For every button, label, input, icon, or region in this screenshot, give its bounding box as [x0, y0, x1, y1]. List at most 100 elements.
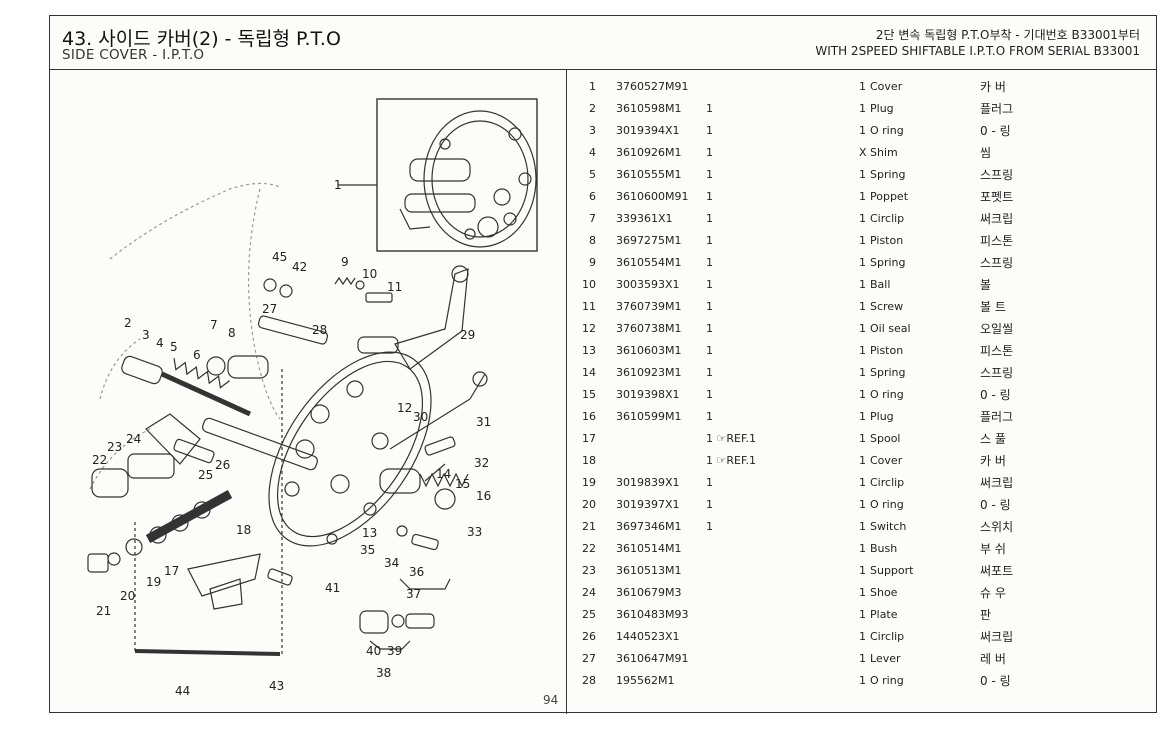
part-number: 195562M1 [616, 674, 675, 687]
part-number: 3610514M1 [616, 542, 682, 555]
part-name-korean: 슈 우 [980, 586, 1006, 600]
part-name-korean: 판 [980, 608, 992, 622]
part-ref-number: 24 [582, 586, 596, 599]
part-number: 3019398X1 [616, 388, 680, 401]
callout-14: 14 [436, 467, 451, 481]
callout-13: 13 [362, 526, 377, 540]
part-description: Bush [870, 542, 898, 555]
callout-9: 9 [341, 255, 349, 269]
sub-quantity: 1 [706, 278, 713, 291]
part-name-korean: 스위치 [980, 520, 1014, 534]
part-name-korean: 볼 트 [980, 300, 1006, 314]
part-description: Cover [870, 454, 903, 467]
part-ref-number: 18 [582, 454, 596, 467]
part-ref-number: 1 [589, 80, 596, 93]
part-description: O ring [870, 388, 904, 401]
callout-4: 4 [156, 336, 164, 350]
part-number: 1440523X1 [616, 630, 680, 643]
callout-5: 5 [170, 340, 178, 354]
sub-quantity: 1 ☞REF.1 [706, 454, 757, 467]
part-name-korean: 스프링 [980, 366, 1014, 380]
sub-quantity: 1 [706, 322, 713, 335]
part-number: 3019397X1 [616, 498, 680, 511]
part-description: Cover [870, 80, 903, 93]
part-description: Shoe [870, 586, 898, 599]
sub-quantity: 1 [706, 410, 713, 423]
part-ref-number: 20 [582, 498, 596, 511]
callout-3: 3 [142, 328, 150, 342]
part-number: 3697346M1 [616, 520, 682, 533]
callout-15: 15 [455, 477, 470, 491]
callout-20: 20 [120, 589, 135, 603]
callout-6: 6 [193, 348, 201, 362]
part-description: Piston [870, 344, 904, 357]
part-number: 3610647M91 [616, 652, 689, 665]
part-name-korean: 0 - 링 [980, 674, 1011, 688]
page-subtitle: SIDE COVER - I.P.T.O [62, 47, 205, 63]
part-ref-number: 23 [582, 564, 596, 577]
quantity: 1 [859, 124, 866, 137]
callout-1: 1 [334, 178, 342, 192]
part-description: Spring [870, 168, 906, 181]
sub-quantity: 1 [706, 388, 713, 401]
part-ref-number: 12 [582, 322, 596, 335]
serial-note-korean: 2단 변속 독립형 P.T.O부착 - 기대번호 B33001부터 [875, 28, 1140, 42]
part-number: 3019394X1 [616, 124, 680, 137]
quantity: 1 [859, 608, 866, 621]
callout-43: 43 [269, 679, 284, 693]
sub-quantity: 1 [706, 168, 713, 181]
part-ref-number: 25 [582, 608, 596, 621]
part-name-korean: 카 버 [980, 454, 1006, 468]
callout-37: 37 [406, 587, 421, 601]
sub-quantity: 1 [706, 520, 713, 533]
part-description: Spring [870, 366, 906, 379]
sub-quantity: 1 [706, 344, 713, 357]
quantity: 1 [859, 498, 866, 511]
part-name-korean: 레 버 [980, 652, 1006, 666]
callout-30: 30 [413, 410, 428, 424]
callout-18: 18 [236, 523, 251, 537]
part-name-korean: 써크립 [980, 476, 1014, 490]
part-number: 3610600M91 [616, 190, 689, 203]
part-name-korean: 써크립 [980, 212, 1014, 226]
callout-10: 10 [362, 267, 377, 281]
part-description: Switch [870, 520, 907, 533]
part-ref-number: 28 [582, 674, 596, 687]
quantity: 1 [859, 256, 866, 269]
part-ref-number: 5 [589, 168, 596, 181]
callout-35: 35 [360, 543, 375, 557]
callout-40: 40 [366, 644, 381, 658]
quantity: 1 [859, 278, 866, 291]
part-ref-number: 16 [582, 410, 596, 423]
part-number: 3610603M1 [616, 344, 682, 357]
part-number: 3019839X1 [616, 476, 680, 489]
part-ref-number: 3 [589, 124, 596, 137]
part-number: 3610598M1 [616, 102, 682, 115]
part-name-korean: 플러그 [980, 410, 1014, 424]
part-ref-number: 13 [582, 344, 596, 357]
callout-28: 28 [312, 323, 327, 337]
callout-39: 39 [387, 644, 402, 658]
exploded-view-drawing: 1234567891011121314151617181920212223242… [87, 98, 538, 698]
quantity: 1 [859, 432, 866, 445]
callout-44: 44 [175, 684, 190, 698]
column-divider [566, 69, 567, 714]
part-description: Poppet [870, 190, 909, 203]
part-name-korean: 써포트 [980, 564, 1014, 578]
sub-quantity: 1 [706, 146, 713, 159]
sub-quantity: 1 [706, 124, 713, 137]
sub-quantity: 1 [706, 234, 713, 247]
